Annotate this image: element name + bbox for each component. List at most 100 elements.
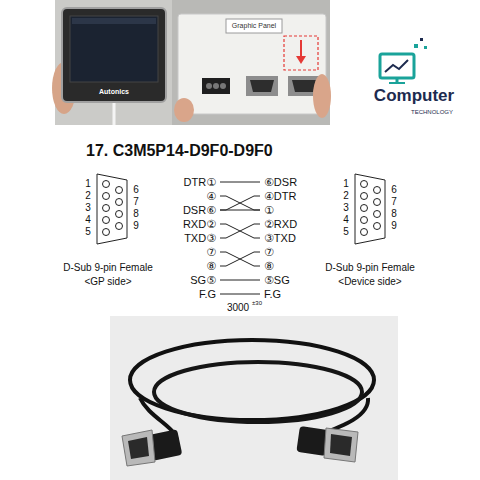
red-mark [284, 36, 318, 70]
pin-hole [361, 181, 368, 188]
pin-hole [116, 211, 123, 218]
pin-hole [103, 205, 110, 212]
brand-mark: Autonics [99, 88, 129, 96]
pin-number: 1 [85, 178, 91, 190]
panel-back-photo [172, 0, 331, 125]
trend-arrow [385, 60, 408, 72]
monitor-stand [389, 82, 405, 84]
signal-label: TXD③ [184, 232, 216, 244]
signal-pin: F.G [197, 288, 218, 301]
pin-number: 3 [343, 202, 349, 214]
wire [220, 280, 260, 281]
logo-word: Computer [374, 86, 454, 106]
connector-socket [128, 437, 149, 459]
wire [220, 252, 260, 266]
pin-hole [103, 181, 110, 188]
photo-ground [110, 316, 398, 480]
wire [220, 224, 260, 238]
connector-shell [324, 428, 358, 462]
name-plate-text: Graphic Panel [232, 22, 276, 30]
signal-pin: ⑦ [204, 246, 218, 259]
pin-hole [374, 187, 381, 194]
heading: 17. C3M5P14-D9F0-D9F0 [86, 142, 273, 160]
pin-number: 1 [343, 178, 349, 190]
connector-side: <GP side> [84, 276, 131, 288]
signal-label: F.G [264, 288, 281, 300]
signal-pin: F.G [262, 288, 283, 301]
pin-hole [116, 199, 123, 206]
connector-shell [122, 430, 155, 466]
wire [220, 294, 260, 295]
dsub-shell [355, 174, 385, 244]
wire [220, 182, 260, 183]
pin-number: 7 [133, 196, 139, 208]
terminal-block [202, 78, 230, 94]
signal-label: ⑦ [264, 246, 274, 258]
wire [220, 252, 260, 266]
connector-side: <Device side> [338, 276, 401, 288]
signal-pin: ⑧ [262, 260, 276, 273]
logo-dot [420, 38, 423, 41]
signal-label: ③TXD [264, 232, 296, 244]
terminal-screw [220, 83, 226, 89]
signal-label: ⑥DSR [264, 176, 297, 188]
signal-label: ②RXD [264, 218, 297, 230]
signal-label: ⑧ [206, 260, 216, 272]
signal-label: RXD② [183, 218, 216, 230]
pin-number: 2 [85, 190, 91, 202]
pin-hole [103, 229, 110, 236]
monitor-icon [380, 54, 414, 78]
pin-number: 5 [85, 226, 91, 238]
hand [174, 98, 194, 122]
signal-pin: ① [262, 204, 276, 217]
pin-hole [361, 217, 368, 224]
wire [220, 224, 260, 238]
logo [380, 38, 427, 83]
screen-glare [72, 18, 156, 24]
pin-number: 4 [343, 214, 349, 226]
signal-pin: ⑦ [262, 246, 276, 259]
signal-label: ⑦ [206, 246, 216, 258]
panel-bezel [62, 8, 166, 102]
pin-hole [374, 211, 381, 218]
pin-number: 9 [391, 220, 397, 232]
pin-hole [361, 193, 368, 200]
signal-pin: ③TXD [262, 232, 298, 245]
dsub-right [355, 174, 385, 244]
pin-number: 6 [133, 184, 139, 196]
terminal-screw [206, 83, 212, 89]
signal-pin: ④DTR [262, 190, 298, 203]
pin-number: 5 [343, 226, 349, 238]
wire [220, 196, 260, 210]
pin-hole [374, 223, 381, 230]
cable-loop [154, 362, 362, 422]
signal-label: DTR① [184, 176, 216, 188]
hmi-photo [52, 0, 172, 125]
db9-socket [292, 80, 316, 92]
cable-length: 3000 [227, 302, 249, 314]
dsub-left [97, 174, 127, 244]
pin-number: 9 [133, 220, 139, 232]
pin-hole [116, 223, 123, 230]
pin-number: 3 [85, 202, 91, 214]
pin-number: 8 [133, 208, 139, 220]
pin-number: 2 [343, 190, 349, 202]
signal-pin: ④ [204, 190, 218, 203]
signal-pin: ⑤SG [262, 274, 292, 287]
db9-socket [250, 80, 274, 92]
signal-pin: TXD③ [182, 232, 218, 245]
signal-label: SG⑤ [190, 274, 216, 286]
signal-label: ① [264, 204, 274, 216]
pin-hole [103, 217, 110, 224]
pin-number: 8 [391, 208, 397, 220]
pin-hole [374, 199, 381, 206]
pin-hole [361, 229, 368, 236]
signal-label: F.G [199, 288, 216, 300]
logo-dot [414, 44, 418, 48]
name-plate [226, 19, 282, 33]
signal-label: ⑧ [264, 260, 274, 272]
panel-screen [70, 16, 158, 82]
